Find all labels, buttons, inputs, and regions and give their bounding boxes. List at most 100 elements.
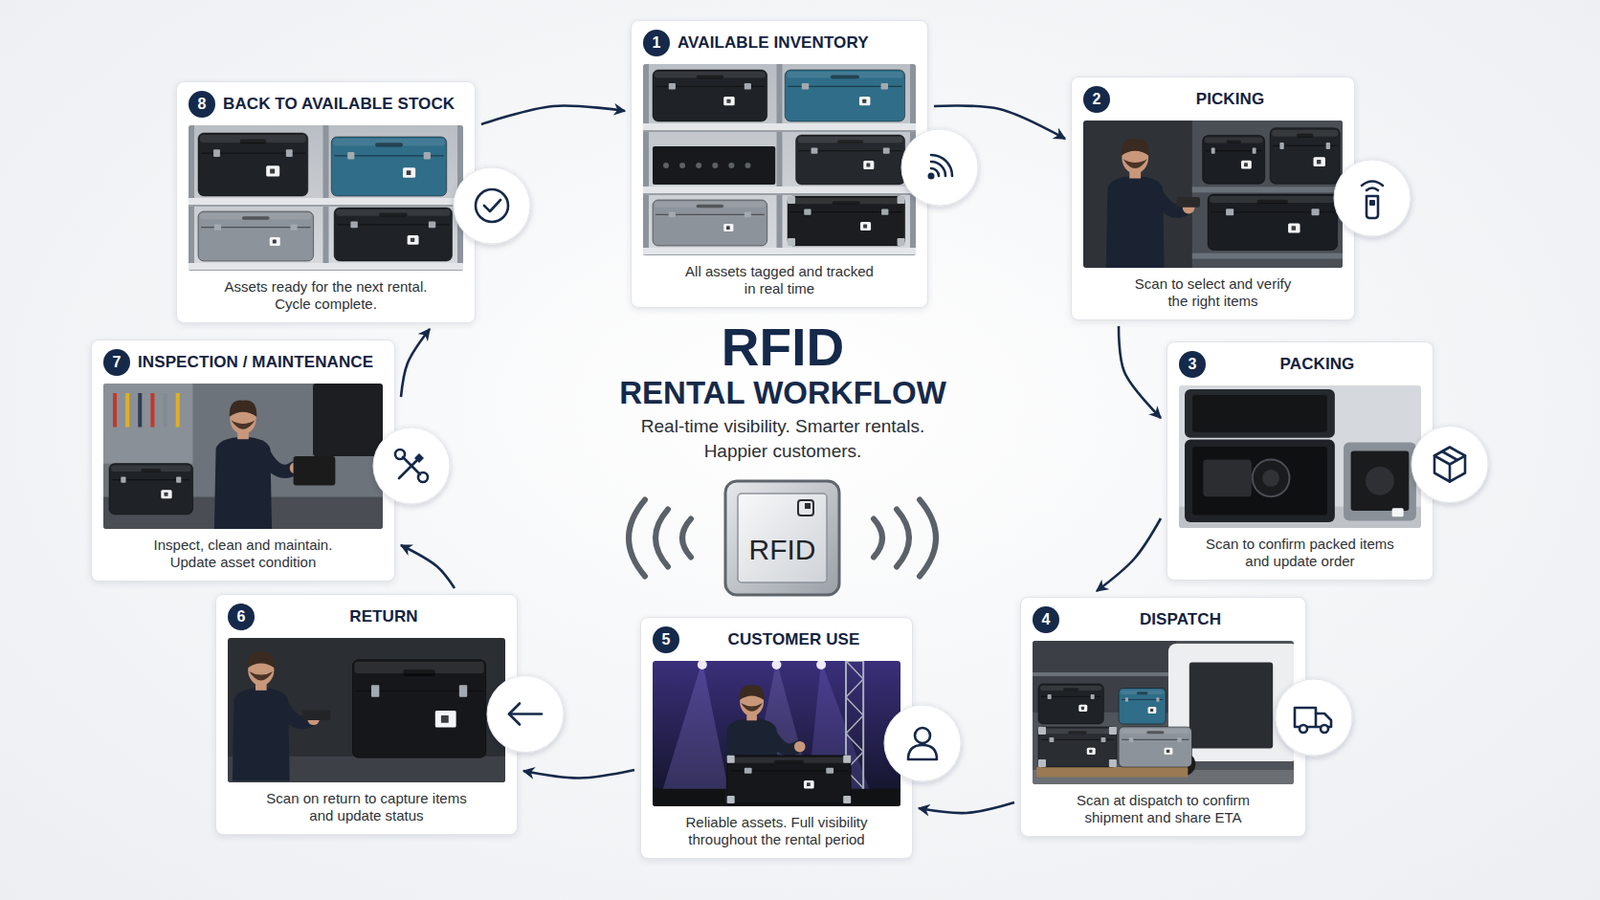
case-handle xyxy=(695,204,724,208)
person-hand xyxy=(1182,201,1196,215)
case-latch xyxy=(883,148,890,155)
case-latch xyxy=(881,83,889,89)
flow-arrow xyxy=(1118,326,1161,419)
case-latch xyxy=(286,149,293,157)
person-beard xyxy=(230,420,255,430)
icon-circle xyxy=(1411,426,1489,504)
person-hand xyxy=(289,462,303,475)
case-seam xyxy=(799,150,903,152)
step-description: All assets tagged and tracked in real ti… xyxy=(681,263,879,298)
photo-area xyxy=(188,125,464,271)
equipment-case xyxy=(784,69,905,122)
case-latch xyxy=(350,222,357,229)
icon-stroke xyxy=(1366,188,1378,192)
step-description: Scan to confirm packed items and update … xyxy=(1200,535,1401,571)
card-header: 6RETURN xyxy=(227,603,506,631)
photo-ground xyxy=(1083,120,1343,268)
step-title: CUSTOMER USE xyxy=(687,630,901,650)
shelf-edge xyxy=(188,269,464,271)
photo-scene xyxy=(1083,120,1343,268)
camera-lens xyxy=(1262,469,1280,488)
van-door-opening xyxy=(1189,663,1273,750)
truss xyxy=(845,661,864,807)
shelf-board xyxy=(1192,253,1343,260)
step-icon xyxy=(373,427,450,505)
photo-scene xyxy=(652,661,901,807)
case-highlight xyxy=(333,138,445,146)
case-corner xyxy=(897,196,906,204)
equipment-case xyxy=(787,196,906,246)
step-number: 2 xyxy=(1083,86,1111,113)
case-highlight xyxy=(1120,729,1190,734)
rfid-tag xyxy=(863,224,867,229)
case-seam xyxy=(200,153,306,155)
icon-stroke xyxy=(1366,196,1378,219)
shelf-post xyxy=(323,125,330,271)
radio-wave xyxy=(682,519,691,558)
person-neck xyxy=(746,711,757,721)
icon-stroke xyxy=(1434,447,1466,483)
icon-screen xyxy=(1369,200,1376,206)
case-highlight xyxy=(654,71,766,78)
step-description: Inspect, clean and maintain. Update asse… xyxy=(142,536,344,572)
rfid-tag xyxy=(269,168,275,174)
photo-scene xyxy=(1178,385,1422,529)
icon-stroke xyxy=(484,200,501,212)
case-corner xyxy=(787,196,796,204)
case-latch xyxy=(1311,208,1319,216)
shelf-post xyxy=(910,64,916,256)
step-card: 6RETURN Scan on return to capture items a… xyxy=(215,594,518,836)
step-description: Scan to select and verify the right item… xyxy=(1129,275,1297,311)
step-number: 3 xyxy=(1178,351,1206,378)
case-handle xyxy=(378,213,408,218)
case-highlight xyxy=(798,136,904,143)
flow-arrow xyxy=(481,106,625,125)
icon-stroke xyxy=(509,712,542,716)
step-description: Scan on return to capture items and upda… xyxy=(260,790,473,825)
stage-light xyxy=(697,661,708,670)
person-hair xyxy=(1121,138,1150,156)
person-arm xyxy=(1155,193,1187,212)
case-lid xyxy=(312,383,383,457)
photo-area xyxy=(1083,120,1343,268)
icon-wrench-end xyxy=(395,449,405,460)
person-beard xyxy=(248,671,273,682)
case-highlight xyxy=(729,757,850,764)
case-corner xyxy=(1109,759,1117,768)
case-handle xyxy=(1067,731,1088,734)
rack-knob xyxy=(663,162,669,169)
case-handle xyxy=(832,200,861,205)
step-card: 1AVAILABLE INVENTORYAll assets tagged an… xyxy=(630,20,929,309)
case-latch xyxy=(371,685,379,697)
subtitle: RENTAL WORKFLOW xyxy=(591,375,975,412)
rfid-tag xyxy=(1081,707,1085,711)
rack-knob xyxy=(711,162,718,169)
rfid-tag xyxy=(859,96,870,106)
rfid-tag xyxy=(860,222,871,231)
person-neck xyxy=(237,429,249,440)
camera-lens xyxy=(1252,459,1290,497)
shelf-back xyxy=(1192,120,1343,268)
rfid-tag xyxy=(1087,748,1096,756)
case-latch xyxy=(744,768,753,775)
handheld-scanner xyxy=(302,711,331,722)
step-number: 7 xyxy=(103,349,131,377)
icon-circle xyxy=(901,129,978,206)
step-photo xyxy=(227,638,506,783)
hanging-tool xyxy=(125,393,130,428)
person-torso xyxy=(725,718,778,804)
person-arm xyxy=(770,733,799,751)
case-latch xyxy=(811,148,819,155)
icon-stroke xyxy=(931,155,953,177)
rfid-tag xyxy=(1088,750,1092,754)
icon-stroke xyxy=(1442,451,1458,461)
case-corner xyxy=(1038,727,1046,735)
step-photo xyxy=(1178,385,1422,529)
diagram-title: RFID xyxy=(591,319,975,376)
case-latch xyxy=(213,149,221,157)
rack-knob xyxy=(745,162,752,169)
hanging-tool xyxy=(176,393,180,428)
case-latch xyxy=(1048,737,1054,743)
photo-ground xyxy=(643,64,916,256)
van-wheel xyxy=(1172,753,1196,777)
